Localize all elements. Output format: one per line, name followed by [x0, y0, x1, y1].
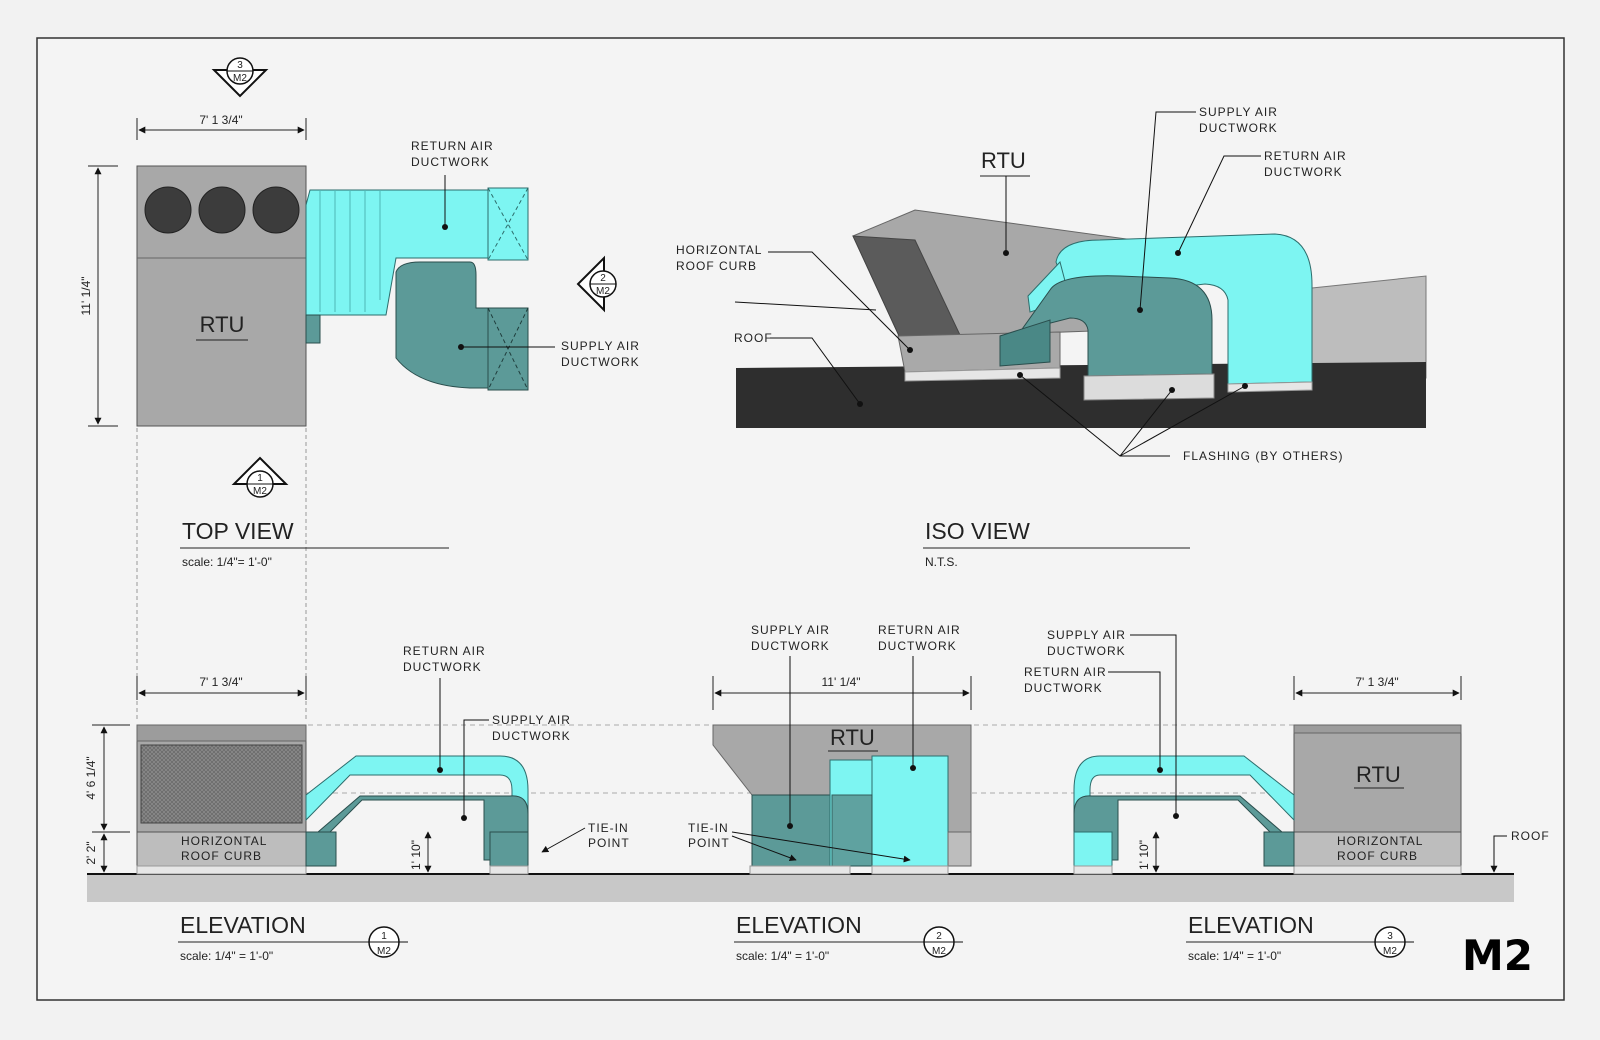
- elev2-return-air-label-2: DUCTWORK: [878, 639, 957, 653]
- elev3-rtu-label: RTU: [1356, 762, 1401, 787]
- iso-supply-air-label-1: SUPPLY AIR: [1199, 105, 1278, 119]
- iso-flashing-label: FLASHING (BY OTHERS): [1183, 449, 1343, 463]
- elev3-scale: scale: 1/4" = 1'-0": [1188, 949, 1281, 963]
- elev1-curb-height-dim: 2' 2": [84, 841, 98, 864]
- svg-text:M2: M2: [596, 286, 610, 297]
- iso-rtu-label: RTU: [981, 148, 1026, 173]
- section-marker-top: 3 M2: [211, 57, 269, 98]
- elev2-return-air-label-1: RETURN AIR: [878, 623, 961, 637]
- fan-3: [252, 186, 300, 234]
- top-supply-air-label-1: SUPPLY AIR: [561, 339, 640, 353]
- elev2-title: ELEVATION: [736, 912, 862, 938]
- section-marker-right: 2 M2: [576, 255, 617, 313]
- iso-roof-label: ROOF: [734, 331, 773, 345]
- elev1-curb-label-1: HORIZONTAL: [181, 834, 267, 848]
- sheet-number: M2: [1462, 931, 1533, 980]
- elev1-return-air-label-1: RETURN AIR: [403, 644, 486, 658]
- elev3-title: ELEVATION: [1188, 912, 1314, 938]
- elevation-2: 11' 1/4" RTU SUPPLY AIR DUCTWORK RETURN …: [688, 623, 972, 963]
- elev1-curb-label-2: ROOF CURB: [181, 849, 262, 863]
- iso-roof: [736, 362, 1426, 428]
- top-return-air-label-1: RETURN AIR: [411, 139, 494, 153]
- elevation-3: 7' 1 3/4" RTU HORIZONTAL ROOF CURB 1' 10…: [1024, 628, 1550, 963]
- rtu-grille: [140, 744, 303, 824]
- iso-return-air-label-1: RETURN AIR: [1264, 149, 1347, 163]
- elev3-duct-clear-dim: 1' 10": [1137, 840, 1151, 870]
- svg-text:M2: M2: [233, 73, 247, 84]
- svg-text:1: 1: [257, 473, 263, 484]
- elev1-duct-clear-dim: 1' 10": [409, 840, 423, 870]
- top-rtu-label: RTU: [200, 312, 245, 337]
- elev1-supply-air-label-1: SUPPLY AIR: [492, 713, 571, 727]
- top-view-title: TOP VIEW: [182, 518, 294, 544]
- svg-text:M2: M2: [377, 946, 391, 957]
- svg-text:M2: M2: [253, 486, 267, 497]
- iso-return-air-label-2: DUCTWORK: [1264, 165, 1343, 179]
- top-length-dim: 11' 1/4": [79, 276, 93, 315]
- elev1-tie-in-label-1: TIE-IN: [588, 821, 629, 835]
- elev3-width-dim: 7' 1 3/4": [1355, 675, 1398, 689]
- top-view: 7' 1 3/4" 11' 1/4" RTU RETURN AIR: [79, 57, 640, 720]
- svg-text:2: 2: [936, 931, 942, 942]
- svg-text:3: 3: [1387, 931, 1393, 942]
- elev1-marker: 1 M2: [368, 926, 408, 958]
- elev1-unit-height-dim: 4' 6 1/4": [84, 756, 98, 799]
- elev1-tie-in-label-2: POINT: [588, 836, 630, 850]
- elev2-rtu-label: RTU: [830, 725, 875, 750]
- elev3-curb-label-2: ROOF CURB: [1337, 849, 1418, 863]
- iso-curb-label-1: HORIZONTAL: [676, 243, 762, 257]
- top-view-scale: scale: 1/4"= 1'-0": [182, 555, 272, 569]
- elev2-tie-in-label-1: TIE-IN: [688, 821, 729, 835]
- elevation-1: 7' 1 3/4" 4' 6 1/4" 2' 2" HORIZONTAL ROO…: [84, 644, 630, 963]
- iso-view-title: ISO VIEW: [925, 518, 1030, 544]
- svg-text:M2: M2: [1383, 946, 1397, 957]
- iso-view: RTU SUPPLY AIR DUCTWORK RETURN AIR DUCTW…: [676, 105, 1427, 569]
- top-supply-air-label-2: DUCTWORK: [561, 355, 640, 369]
- elev1-return-air-label-2: DUCTWORK: [403, 660, 482, 674]
- elev1-title: ELEVATION: [180, 912, 306, 938]
- svg-text:2: 2: [600, 273, 606, 284]
- elev3-supply-air-label-2: DUCTWORK: [1047, 644, 1126, 658]
- iso-view-scale: N.T.S.: [925, 555, 958, 569]
- elev2-supply-air-label-2: DUCTWORK: [751, 639, 830, 653]
- elev2-scale: scale: 1/4" = 1'-0": [736, 949, 829, 963]
- elev1-width-dim: 7' 1 3/4": [199, 675, 242, 689]
- top-return-air-label-2: DUCTWORK: [411, 155, 490, 169]
- svg-text:3: 3: [237, 60, 243, 71]
- elev3-return-air-label-1: RETURN AIR: [1024, 665, 1107, 679]
- svg-text:1: 1: [381, 931, 387, 942]
- elev2-supply-air-label-1: SUPPLY AIR: [751, 623, 830, 637]
- fan-2: [198, 186, 246, 234]
- roof-ground: [87, 874, 1514, 902]
- elev3-marker: 3 M2: [1374, 926, 1414, 958]
- elev2-tie-in-label-2: POINT: [688, 836, 730, 850]
- svg-text:M2: M2: [932, 946, 946, 957]
- elev2-marker: 2 M2: [923, 926, 963, 958]
- iso-curb-label-2: ROOF CURB: [676, 259, 757, 273]
- top-width-dim: 7' 1 3/4": [199, 113, 242, 127]
- fan-1: [144, 186, 192, 234]
- elev1-scale: scale: 1/4" = 1'-0": [180, 949, 273, 963]
- elev3-curb-label-1: HORIZONTAL: [1337, 834, 1423, 848]
- elev2-width-dim: 11' 1/4": [821, 675, 860, 689]
- elev3-roof-label: ROOF: [1511, 829, 1550, 843]
- elev1-supply-air-label-2: DUCTWORK: [492, 729, 571, 743]
- iso-supply-air-label-2: DUCTWORK: [1199, 121, 1278, 135]
- elev3-supply-air-label-1: SUPPLY AIR: [1047, 628, 1126, 642]
- section-marker-bottom: 1 M2: [231, 456, 289, 498]
- elev3-return-air-label-2: DUCTWORK: [1024, 681, 1103, 695]
